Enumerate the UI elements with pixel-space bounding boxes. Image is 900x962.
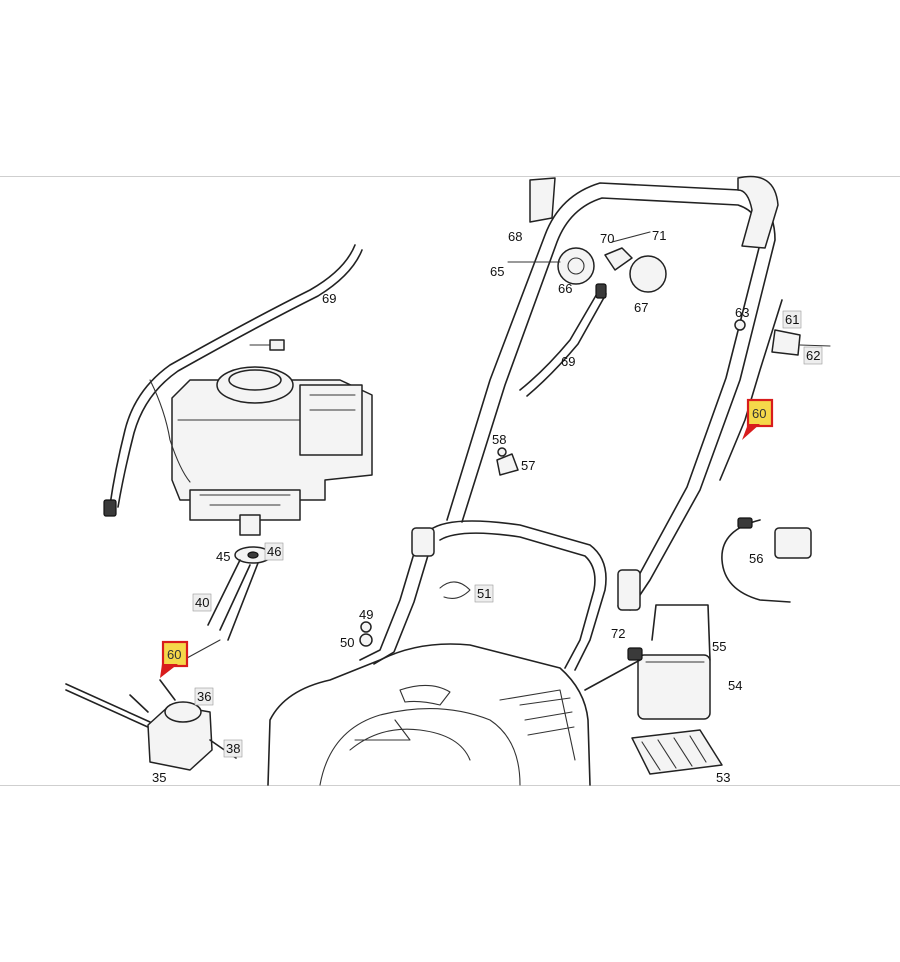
part-label: 46 (267, 544, 281, 559)
part-label: 40 (195, 595, 209, 610)
part-label: 66 (558, 281, 572, 296)
part-label: 56 (749, 551, 763, 566)
battery-parts (584, 604, 723, 775)
cable-69-left (103, 244, 363, 517)
part-label-frame (192, 593, 212, 612)
part-label-frame (803, 346, 823, 365)
part-label-frame (782, 310, 802, 329)
part-label: 36 (197, 689, 211, 704)
highlight-callout-60-left: 60 (160, 640, 189, 678)
transmission (65, 639, 237, 771)
highlighted-part-label: 60 (752, 406, 766, 421)
part-label-frame (264, 542, 284, 561)
part-label: 62 (806, 348, 820, 363)
handle-lower (359, 520, 641, 671)
part-label: 69 (561, 354, 575, 369)
mower-deck (267, 643, 591, 786)
part-label: 38 (226, 741, 240, 756)
part-label: 65 (490, 264, 504, 279)
part-label: 51 (477, 586, 491, 601)
right-parts (719, 299, 831, 603)
part-label: 53 (716, 770, 730, 785)
part-label-frame (194, 687, 214, 706)
small-parts (359, 447, 519, 647)
part-label: 49 (359, 607, 373, 622)
part-label: 45 (216, 549, 230, 564)
part-label: 35 (152, 770, 166, 785)
highlight-callout-60-right: 60 (742, 398, 774, 440)
handle-upper (446, 175, 779, 611)
part-label-frame (474, 584, 494, 603)
part-label: 72 (611, 626, 625, 641)
part-label: 57 (521, 458, 535, 473)
part-label: 50 (340, 635, 354, 650)
part-label: 61 (785, 312, 799, 327)
highlighted-part-label: 60 (167, 647, 181, 662)
part-label-frame (223, 739, 243, 758)
part-labels: 69 68 65 66 70 71 67 63 61 62 69 58 57 4… (152, 228, 823, 785)
bottom-divider (0, 785, 900, 786)
part-label: 70 (600, 231, 614, 246)
control-parts-top (507, 231, 667, 397)
part-label: 67 (634, 300, 648, 315)
part-label: 55 (712, 639, 726, 654)
part-label: 58 (492, 432, 506, 447)
part-label: 69 (322, 291, 336, 306)
part-label: 68 (508, 229, 522, 244)
part-label: 63 (735, 305, 749, 320)
engine (171, 366, 373, 536)
part-label: 54 (728, 678, 742, 693)
top-divider (0, 176, 900, 177)
part-label: 71 (652, 228, 666, 243)
